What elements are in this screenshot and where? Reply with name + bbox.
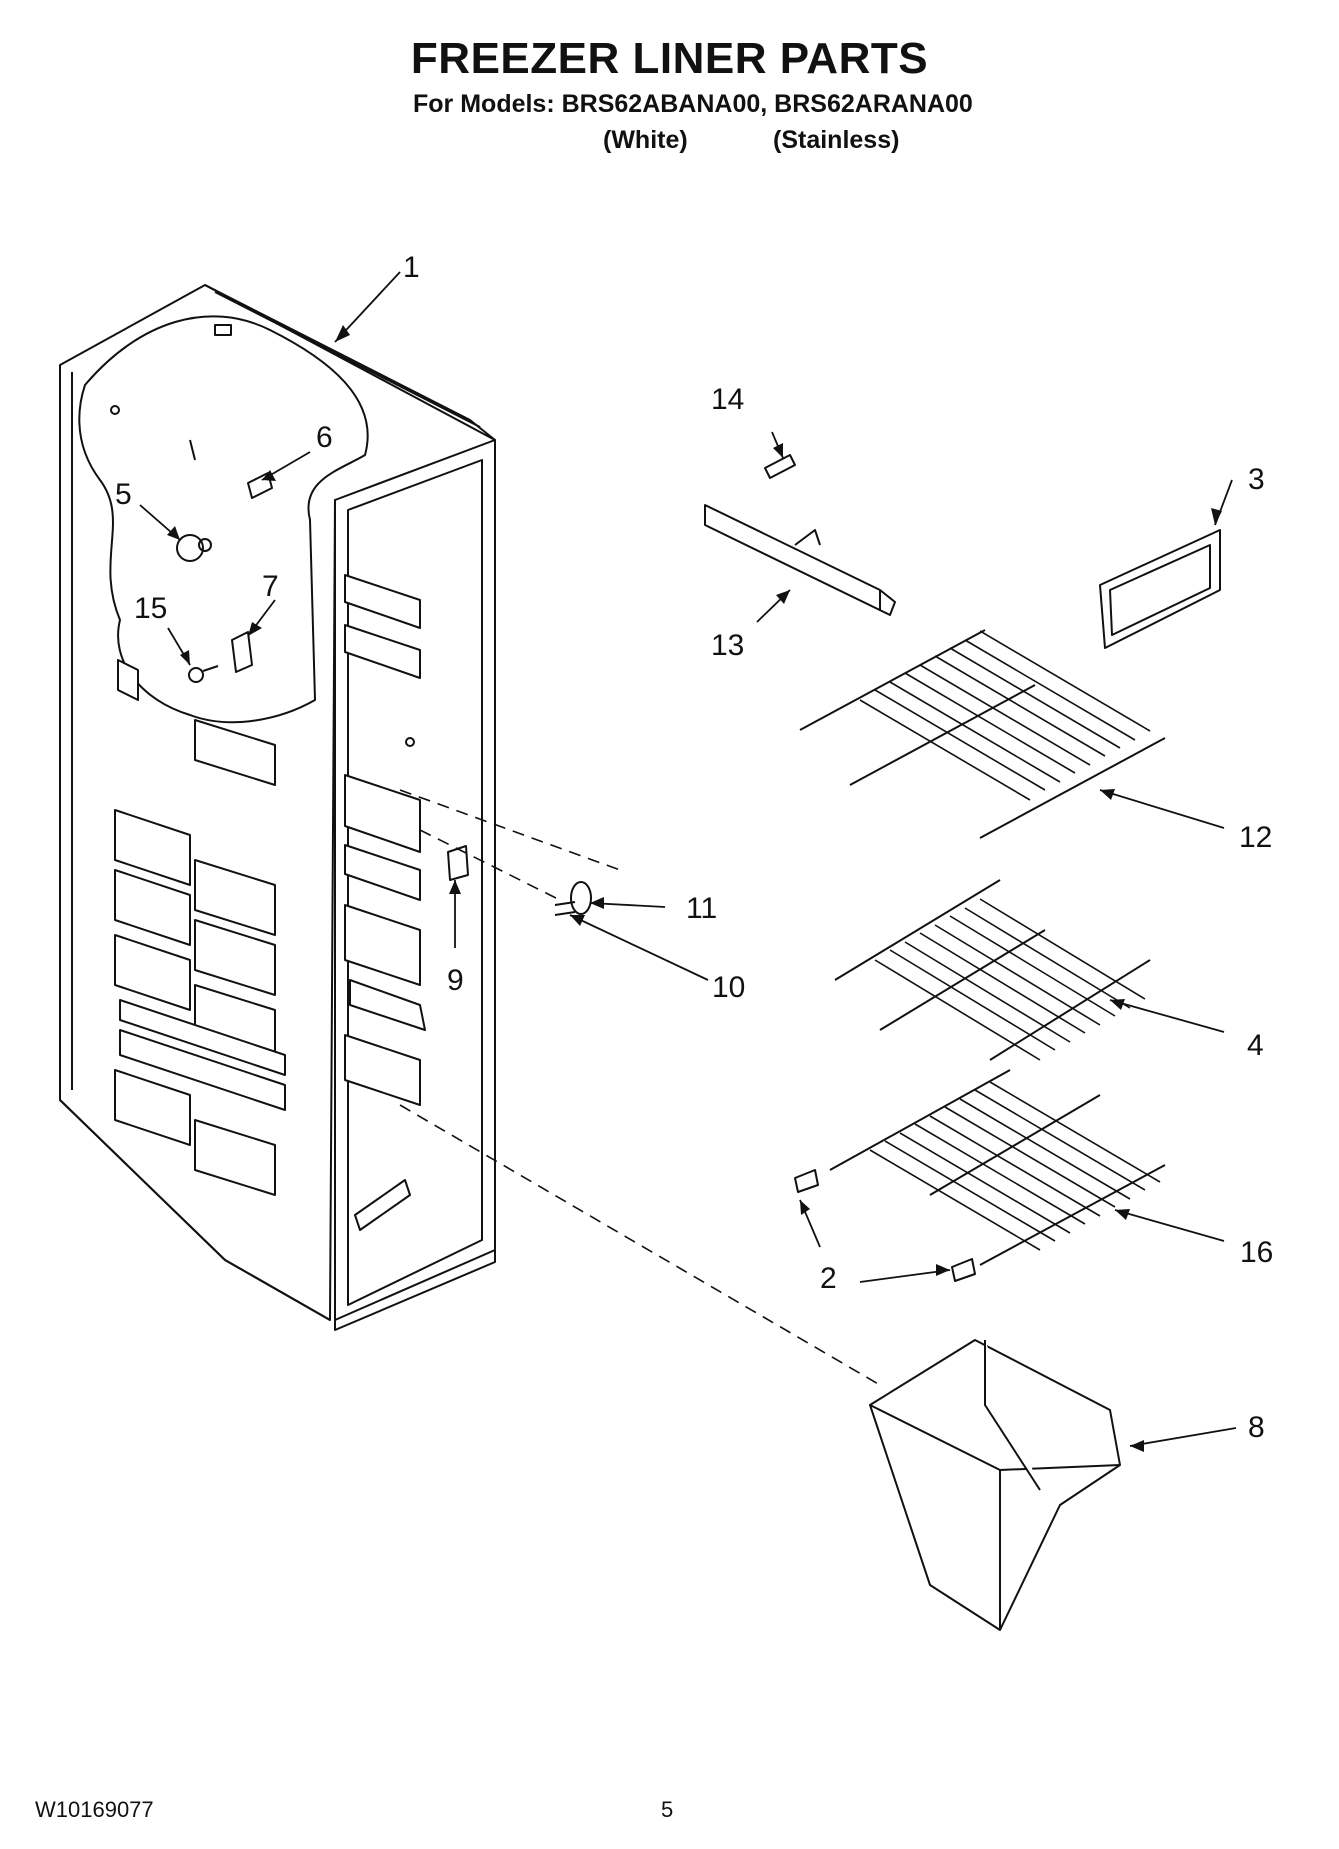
callout-16: 16 (1240, 1236, 1273, 1269)
variant-white: (White) (603, 126, 688, 154)
callout-15: 15 (134, 592, 167, 625)
wire-shelf-4 (834, 879, 1151, 1061)
freezer-liner (59, 284, 496, 1331)
page-number: 5 (661, 1797, 674, 1822)
alignment-lines (399, 789, 881, 1386)
wire-shelf-16 (829, 1069, 1166, 1266)
doc-number: W10169077 (35, 1797, 154, 1822)
part-10-11-fitting (554, 881, 592, 916)
callout-13: 13 (711, 629, 744, 662)
part-5-knob (176, 534, 212, 562)
variant-stainless: (Stainless) (773, 126, 900, 154)
callout-5: 5 (115, 478, 132, 511)
callout-11: 11 (686, 892, 717, 925)
part-13-bracket (704, 504, 896, 616)
callout-labels: 1 2 3 4 5 6 7 8 9 10 11 12 13 14 15 16 (115, 251, 1273, 1444)
callout-7: 7 (262, 570, 279, 603)
part-2-supports (794, 1169, 976, 1282)
part-15-screw (188, 665, 219, 683)
models-line: For Models: BRS62ABANA00, BRS62ARANA00 (413, 90, 973, 118)
callout-3: 3 (1248, 463, 1265, 496)
callout-12: 12 (1239, 821, 1272, 854)
arrowheads (167, 325, 1222, 1452)
part-8-bin (869, 1339, 1121, 1631)
callout-9: 9 (447, 964, 464, 997)
callout-14: 14 (711, 383, 744, 416)
wire-shelf-12 (799, 629, 1166, 839)
callout-1: 1 (403, 251, 420, 284)
part-14-screw (764, 454, 796, 479)
part-9-bracket (447, 845, 469, 881)
page-title: FREEZER LINER PARTS (410, 34, 929, 83)
callout-2: 2 (820, 1262, 837, 1295)
callout-6: 6 (316, 421, 333, 454)
part-7-bracket (231, 631, 253, 673)
callout-8: 8 (1248, 1411, 1265, 1444)
callout-10: 10 (712, 971, 745, 1004)
callout-4: 4 (1247, 1029, 1264, 1062)
part-3-frame (1099, 529, 1221, 649)
